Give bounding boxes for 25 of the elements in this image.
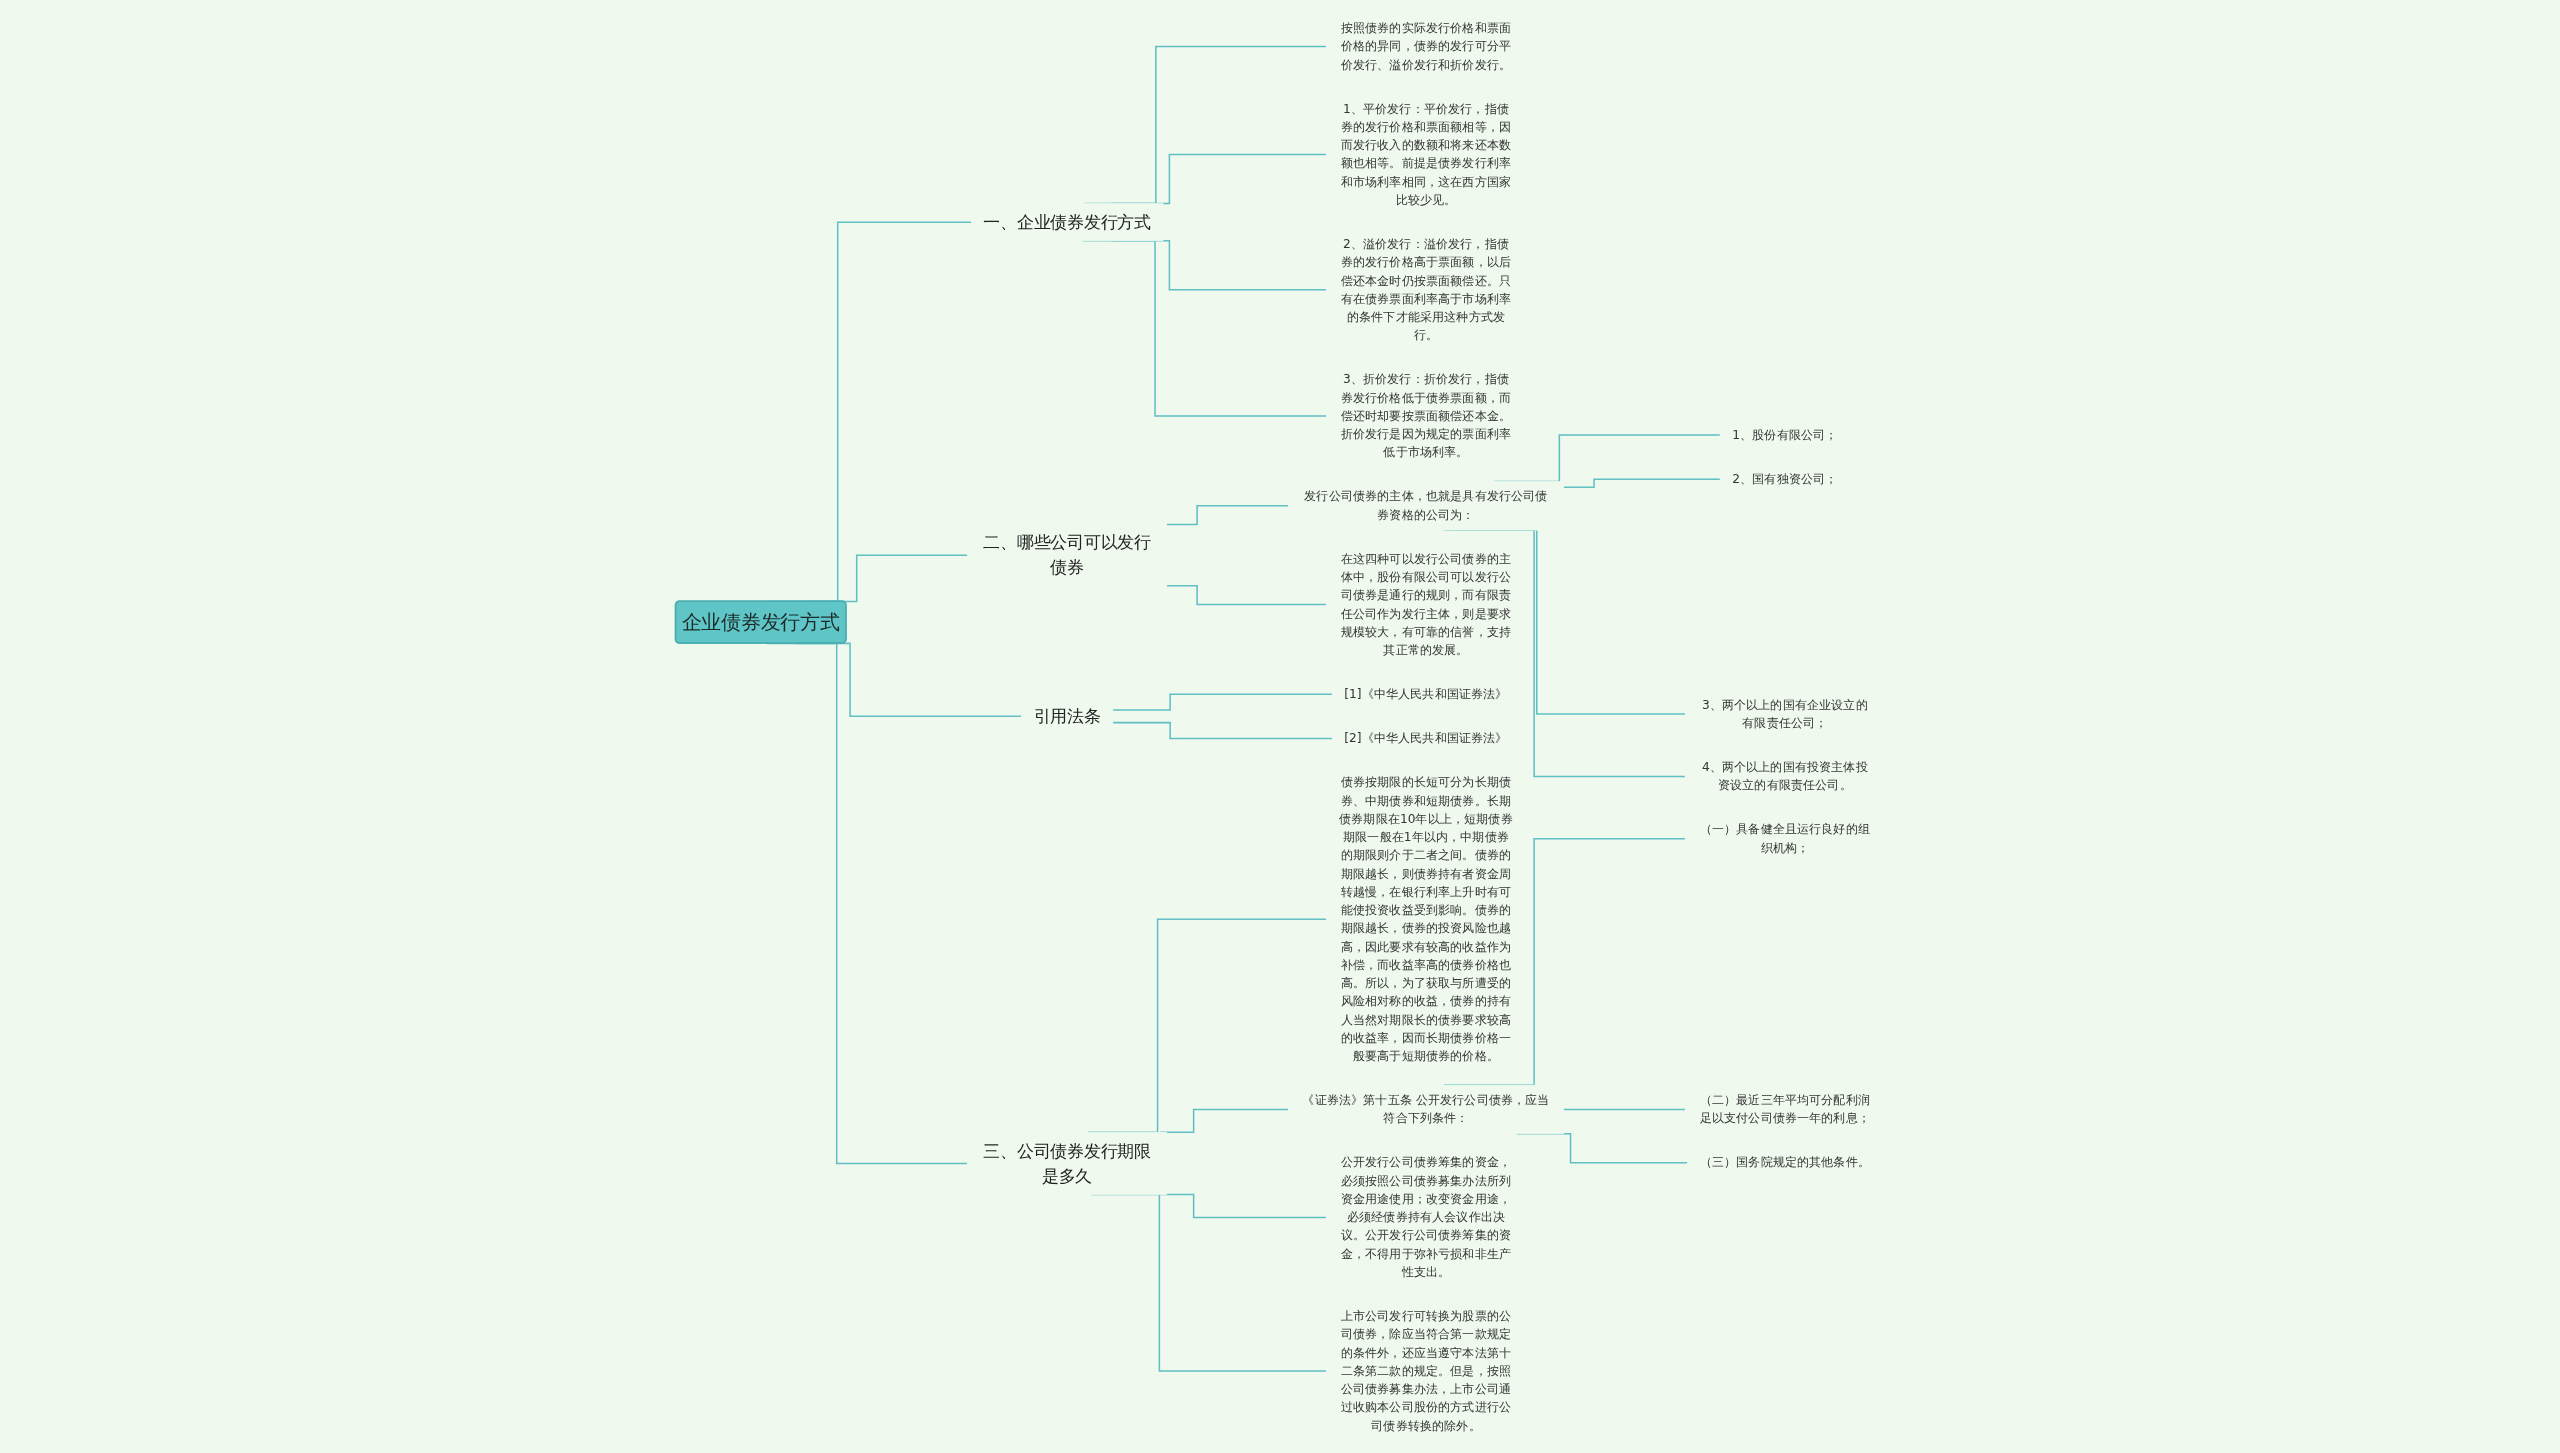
connector <box>1111 693 1333 711</box>
connector <box>1165 584 1328 605</box>
node-text: 4、两个以上的国有投资主体投资设立的有限责任公司。 <box>1701 759 1868 792</box>
connector <box>1562 1108 1686 1110</box>
node-text: 2、国有独资公司； <box>1732 471 1838 486</box>
node-text: 上市公司发行可转换为股票的公司债券，除应当符合第一款规定的条件外，还应当遵守本法第十二条第二款的规定。但是，按照公司债券募集办法，上市公司通过收购本公司股份的方式进行公司债券转换的除外。 <box>1340 1308 1512 1433</box>
connector <box>1165 504 1290 525</box>
node-text: 2、溢价发行：溢价发行，指债券的发行价格高于票面额，以后偿还本金时仍按票面额偿还。只有在债券票面利率高于市场利率的条件下才能采用这种方式发行。 <box>1340 236 1512 342</box>
connector <box>1562 477 1721 488</box>
node-text: （三）国务院规定的其他条件。 <box>1699 1154 1870 1169</box>
node-text: [1]《中华人民共和国证券法》 <box>1344 686 1508 701</box>
node-text: 3、两个以上的国有企业设立的有限责任公司； <box>1701 696 1868 730</box>
connector <box>1111 721 1333 739</box>
node-text: 债券按期限的长短可分为长期债券、中期债券和短期债券。长期债券期限在10年以上，短期债券期限一般在1年以内，中期债券的期限则介于二者之间。债券的期限越长，则债券持有者资金周转越慢，在银行利率上升时有可能使投资收益受到影响。债券的期限越长，债券的投资风险也越高，因此要求有较高的收益作为补偿，而收益率高的债券价格也高。所以，为了获取与所遭受的风险相对称的收益，债券的持有人当然对期限长的债券要求较高的收益率，因而长期债券价格一般要高于短期债券的价格。 <box>1339 774 1513 1063</box>
node-text: 1、平价发行：平价发行，指债券的发行价格和票面额相等，因而发行收入的数额和将来还本数额也相等。前提是债券发行利率和市场利率相同，这在西方国家比较少见。 <box>1340 100 1512 207</box>
node-text: 1、股份有限公司； <box>1732 426 1838 442</box>
node-text: 在这四种可以发行公司债券的主体中，股份有限公司可以发行公司债券是通行的规则，而有限责任公司作为发行主体，则是要求规模较大，有可靠的信誉，支持其正常的发展。 <box>1340 550 1512 657</box>
node-text: 按照债券的实际发行价格和票面价格的异同，债券的发行可分平价发行、溢价发行和折价发行。 <box>1340 20 1512 72</box>
node-text: （一）具备健全且运行良好的组织机构； <box>1699 821 1870 855</box>
node-text: [2]《中华人民共和国证券法》 <box>1344 730 1508 745</box>
node-text: 3、折价发行：折价发行，指债券发行价格低于债券票面额，而偿还时却要按票面额偿还本金。折价发行是因为规定的票面利率低于市场利率。 <box>1340 371 1512 459</box>
node-text: （二）最近三年平均可分配利润足以支付公司债券一年的利息； <box>1699 1092 1870 1125</box>
node-text: 二、哪些公司可以发行债券 <box>983 532 1151 577</box>
node-text: 引用法条 <box>1033 706 1101 726</box>
node-text: 公开发行公司债券筹集的资金，必须按照公司债券募集办法所列资金用途使用；改变资金用途，必须经债券持有人会议作出决议。公开发行公司债券筹集的资金，不得用于弥补亏损和非生产性支出。 <box>1340 1154 1512 1279</box>
